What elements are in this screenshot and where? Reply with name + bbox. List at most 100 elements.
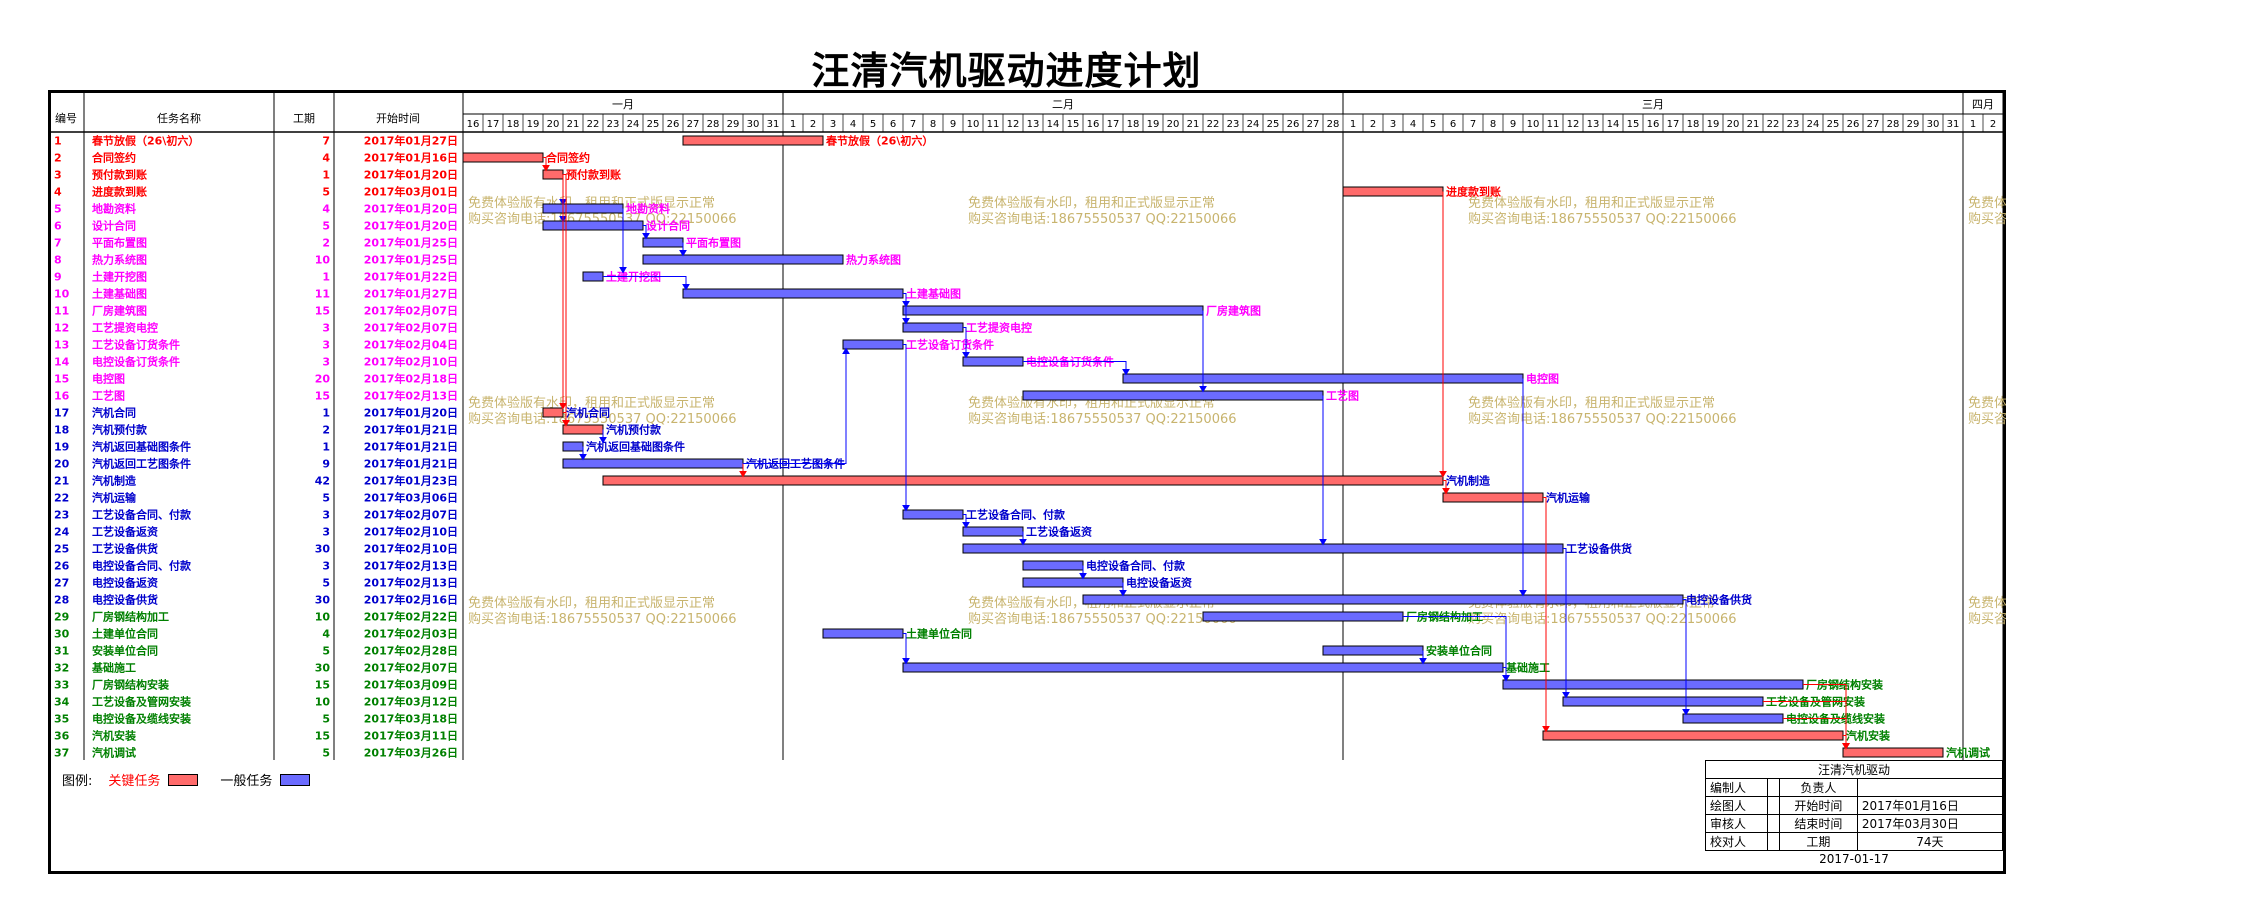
duration-label: 工期 — [1778, 832, 1858, 851]
task-start: 2017年02月10日 — [364, 355, 458, 369]
task-id: 29 — [54, 611, 69, 624]
task-name: 热力系统图 — [92, 253, 147, 267]
task-id: 8 — [54, 254, 62, 267]
task-bar — [1322, 645, 1424, 656]
task-start: 2017年01月21日 — [364, 457, 458, 471]
task-start: 2017年01月27日 — [364, 287, 458, 301]
day-label: 30 — [1927, 119, 1940, 130]
dependency-arrow — [962, 352, 970, 359]
day-label: 7 — [910, 119, 916, 130]
task-name: 工艺设备合同、付款 — [92, 508, 192, 522]
task-name: 工艺设备返资 — [92, 525, 158, 539]
bar-label: 基础施工 — [1505, 661, 1550, 675]
dependency-arrow — [1122, 369, 1130, 376]
watermark-line2: 购买咨询电话:18675550537 QQ:22150066 — [1468, 611, 1737, 627]
day-label: 25 — [1827, 119, 1840, 130]
drawer-value — [1766, 796, 1780, 815]
task-bar — [1022, 390, 1324, 401]
task-name: 电控设备合同、付款 — [92, 559, 192, 573]
day-label: 12 — [1007, 119, 1020, 130]
watermark-line1: 免费体验版有水印，租用和正式版显示正常 — [968, 195, 1215, 211]
task-name: 地勘资料 — [92, 202, 136, 216]
task-name: 工艺设备供货 — [92, 542, 158, 556]
task-bar — [1082, 594, 1684, 605]
day-label: 11 — [1547, 119, 1560, 130]
task-start: 2017年01月16日 — [364, 151, 458, 165]
task-duration: 3 — [322, 356, 330, 369]
bar-label: 设计合同 — [646, 219, 690, 233]
day-label: 3 — [830, 119, 836, 130]
task-name: 进度款到账 — [92, 185, 147, 199]
watermark-line2: 购买咨询电话:18675550537 QQ:22150066 — [468, 411, 737, 427]
task-start: 2017年02月16日 — [364, 593, 458, 607]
dependency-arrow — [902, 505, 910, 512]
bar-label: 合同签约 — [546, 151, 590, 165]
legend-critical-label: 关键任务 — [108, 774, 161, 789]
day-label: 23 — [1227, 119, 1240, 130]
day-label: 22 — [1767, 119, 1780, 130]
bar-label: 厂房建筑图 — [1206, 304, 1261, 318]
task-bar — [1682, 713, 1784, 724]
day-label: 25 — [647, 119, 660, 130]
day-label: 20 — [1167, 119, 1180, 130]
task-id: 5 — [54, 203, 62, 216]
task-duration: 30 — [315, 543, 331, 556]
task-name: 汽机返回工艺图条件 — [92, 457, 191, 471]
task-name: 电控图 — [92, 372, 125, 386]
task-bar — [462, 152, 544, 163]
task-duration: 2 — [322, 237, 330, 250]
bar-label: 平面布置图 — [686, 236, 741, 250]
task-name: 预付款到账 — [92, 168, 147, 182]
task-name: 电控设备及缆线安装 — [92, 712, 191, 726]
day-label: 27 — [687, 119, 700, 130]
day-label: 17 — [1667, 119, 1680, 130]
task-start: 2017年02月10日 — [364, 525, 458, 539]
task-duration: 9 — [322, 458, 330, 471]
day-label: 24 — [1807, 119, 1820, 130]
day-label: 1 — [1970, 119, 1976, 130]
day-label: 1 — [1350, 119, 1356, 130]
day-label: 29 — [1907, 119, 1920, 130]
day-label: 15 — [1067, 119, 1080, 130]
task-start: 2017年01月20日 — [364, 406, 458, 420]
task-name: 工艺设备订货条件 — [92, 338, 180, 352]
task-bar — [642, 237, 684, 248]
day-label: 19 — [1147, 119, 1160, 130]
task-bar — [682, 288, 904, 299]
task-bar — [842, 339, 904, 350]
drawing-date: 2017-01-17 — [1819, 852, 1889, 866]
watermark-line1: 免费体验版有水印，租用和正式版显示正常 — [1468, 395, 1715, 411]
task-duration: 42 — [315, 475, 330, 488]
task-name: 工艺图 — [92, 389, 125, 403]
watermark-line1: 免费体验版有水印，租用和正式版显示正常 — [1968, 395, 2006, 411]
task-id: 14 — [54, 356, 70, 369]
day-label: 27 — [1307, 119, 1320, 130]
watermark-line1: 免费体验版有水印，租用和正式版显示正常 — [468, 395, 715, 411]
watermark-line2: 购买咨询电话:18675550537 QQ:22150066 — [968, 611, 1237, 627]
task-duration: 30 — [315, 594, 331, 607]
task-name: 土建基础图 — [92, 287, 147, 301]
day-label: 9 — [950, 119, 956, 130]
task-name: 汽机返回基础图条件 — [92, 440, 191, 454]
task-duration: 11 — [315, 288, 330, 301]
start-label: 开始时间 — [1778, 796, 1858, 815]
task-name: 汽机调试 — [92, 746, 136, 760]
day-label: 2 — [1990, 119, 1996, 130]
bar-label: 汽机运输 — [1546, 491, 1591, 505]
task-id: 16 — [54, 390, 70, 403]
task-bar — [1502, 679, 1804, 690]
dependency-link — [1683, 599, 1687, 715]
watermark-line2: 购买咨询电话:18675550537 QQ:22150066 — [968, 411, 1237, 427]
bar-label: 汽机调试 — [1946, 746, 1990, 760]
owner-value — [1856, 778, 2004, 797]
task-duration: 3 — [322, 322, 330, 335]
task-id: 10 — [54, 288, 70, 301]
task-start: 2017年02月18日 — [364, 372, 458, 386]
end-label: 结束时间 — [1778, 814, 1858, 833]
day-label: 19 — [1707, 119, 1720, 130]
legend-normal-label: 一般任务 — [220, 774, 273, 789]
dependency-arrow — [1079, 573, 1087, 580]
day-label: 5 — [1430, 119, 1436, 130]
task-duration: 1 — [322, 169, 330, 182]
watermark-line2: 购买咨询电话:18675550537 QQ:22150066 — [1968, 611, 2006, 627]
